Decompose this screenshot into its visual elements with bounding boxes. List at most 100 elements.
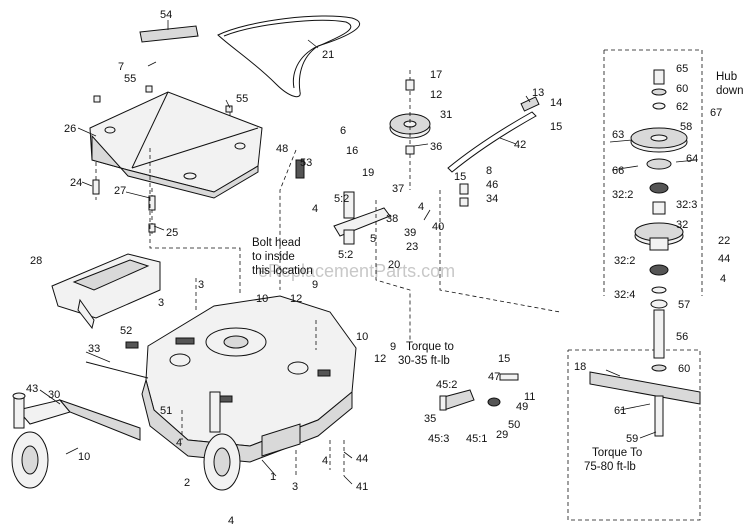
- spring-part-52: [125, 341, 139, 349]
- rod-part-33: [85, 361, 149, 379]
- callout-19: 19: [362, 167, 374, 179]
- caster-wheel-right: [203, 391, 241, 491]
- callout-37: 37: [392, 183, 404, 195]
- callout-3: 3: [292, 481, 298, 493]
- callout-14: 14: [550, 97, 562, 109]
- callout-32-3: 32:3: [676, 199, 697, 211]
- callout-3: 3: [198, 279, 204, 291]
- callout-11: 11: [524, 391, 535, 403]
- callout-55: 55: [236, 93, 248, 105]
- callout-32-4: 32:4: [614, 289, 635, 301]
- callout-48: 48: [276, 143, 288, 155]
- note-torque-mid: Torque to 30-35 ft-lb: [398, 341, 454, 367]
- callout-51: 51: [160, 405, 172, 417]
- callout-57: 57: [678, 299, 690, 311]
- callout-17: 17: [430, 69, 442, 81]
- spindle-assembly: [589, 69, 701, 437]
- callout-25: 25: [166, 227, 178, 239]
- svg-text:30-35 ft-lb: 30-35 ft-lb: [398, 355, 450, 367]
- callout-43: 43: [26, 383, 38, 395]
- callout-36: 36: [430, 141, 442, 153]
- callout-9: 9: [390, 341, 396, 353]
- callout-63: 63: [612, 129, 624, 141]
- svg-text:Torque to: Torque to: [406, 341, 454, 353]
- callout-27: 27: [114, 185, 126, 197]
- callout-12: 12: [290, 293, 302, 305]
- callout-34: 34: [486, 193, 498, 205]
- callout-59: 59: [626, 433, 638, 445]
- callout-5-2: 5:2: [334, 193, 349, 205]
- callout-30: 30: [48, 389, 60, 401]
- callout-24: 24: [70, 177, 82, 189]
- callout-45-3: 45:3: [428, 433, 449, 445]
- callout-32: 32: [676, 219, 688, 231]
- callout-46: 46: [486, 179, 498, 191]
- callout-4: 4: [312, 203, 318, 215]
- decal-strip-part-54: [139, 25, 199, 43]
- svg-text:to inside: to inside: [252, 251, 295, 263]
- callout-44: 44: [356, 453, 368, 465]
- callout-45-2: 45:2: [436, 379, 457, 391]
- note-hub-down: Hub down: [716, 71, 744, 97]
- callout-15: 15: [550, 121, 562, 133]
- callout-53: 53: [300, 157, 312, 169]
- callout-2: 2: [184, 477, 190, 489]
- callout-26: 26: [64, 123, 76, 135]
- callout-7: 7: [118, 61, 124, 73]
- callout-31: 31: [440, 109, 452, 121]
- discharge-shield-part-28: [51, 253, 161, 330]
- callout-15: 15: [498, 353, 510, 365]
- callout-62: 62: [676, 101, 688, 113]
- deck-cover-part-26: [89, 85, 263, 199]
- callout-38: 38: [386, 213, 398, 225]
- callout-9: 9: [312, 279, 318, 291]
- callout-55: 55: [124, 73, 136, 85]
- callout-67: 67: [710, 107, 722, 119]
- callout-60: 60: [678, 363, 690, 375]
- callout-61: 61: [614, 405, 626, 417]
- callout-12: 12: [430, 89, 442, 101]
- leader-lines: [39, 20, 697, 485]
- callout-64: 64: [686, 153, 698, 165]
- callout-4: 4: [720, 273, 726, 285]
- callout-20: 20: [388, 259, 400, 271]
- callout-16: 16: [346, 145, 358, 157]
- spring-part-48: [295, 159, 305, 179]
- callout-18: 18: [574, 361, 586, 373]
- callout-4: 4: [322, 455, 328, 467]
- callout-1: 1: [270, 471, 276, 483]
- callout-32-2: 32:2: [612, 189, 633, 201]
- callout-40: 40: [432, 221, 444, 233]
- callout-8: 8: [486, 165, 492, 177]
- callout-44: 44: [718, 253, 730, 265]
- callout-6: 6: [340, 125, 346, 137]
- watermark: eReplacementParts.com: [258, 261, 455, 281]
- svg-text:this location: this location: [252, 265, 313, 277]
- callout-52: 52: [120, 325, 132, 337]
- callout-58: 58: [680, 121, 692, 133]
- callout-15: 15: [454, 171, 466, 183]
- callout-54: 54: [160, 9, 172, 21]
- mower-deck-part-1: [141, 295, 357, 463]
- caster-wheel-left: [11, 392, 141, 489]
- callout-45-1: 45:1: [466, 433, 487, 445]
- callout-22: 22: [718, 235, 730, 247]
- svg-text:Torque To: Torque To: [592, 447, 642, 459]
- svg-text:Hub: Hub: [716, 71, 737, 83]
- callout-3: 3: [158, 297, 164, 309]
- callout-28: 28: [30, 255, 42, 267]
- svg-text:down: down: [716, 85, 744, 97]
- callout-60: 60: [676, 83, 688, 95]
- svg-text:75-80 ft-lb: 75-80 ft-lb: [584, 461, 636, 473]
- callout-12: 12: [374, 353, 386, 365]
- callout-33: 33: [88, 343, 100, 355]
- callout-41: 41: [356, 481, 368, 493]
- callout-21: 21: [322, 49, 334, 61]
- callout-4: 4: [176, 437, 182, 449]
- callout-65: 65: [676, 63, 688, 75]
- callout-35: 35: [424, 413, 436, 425]
- bracket-part-45: [439, 389, 501, 411]
- callout-49: 49: [516, 401, 528, 413]
